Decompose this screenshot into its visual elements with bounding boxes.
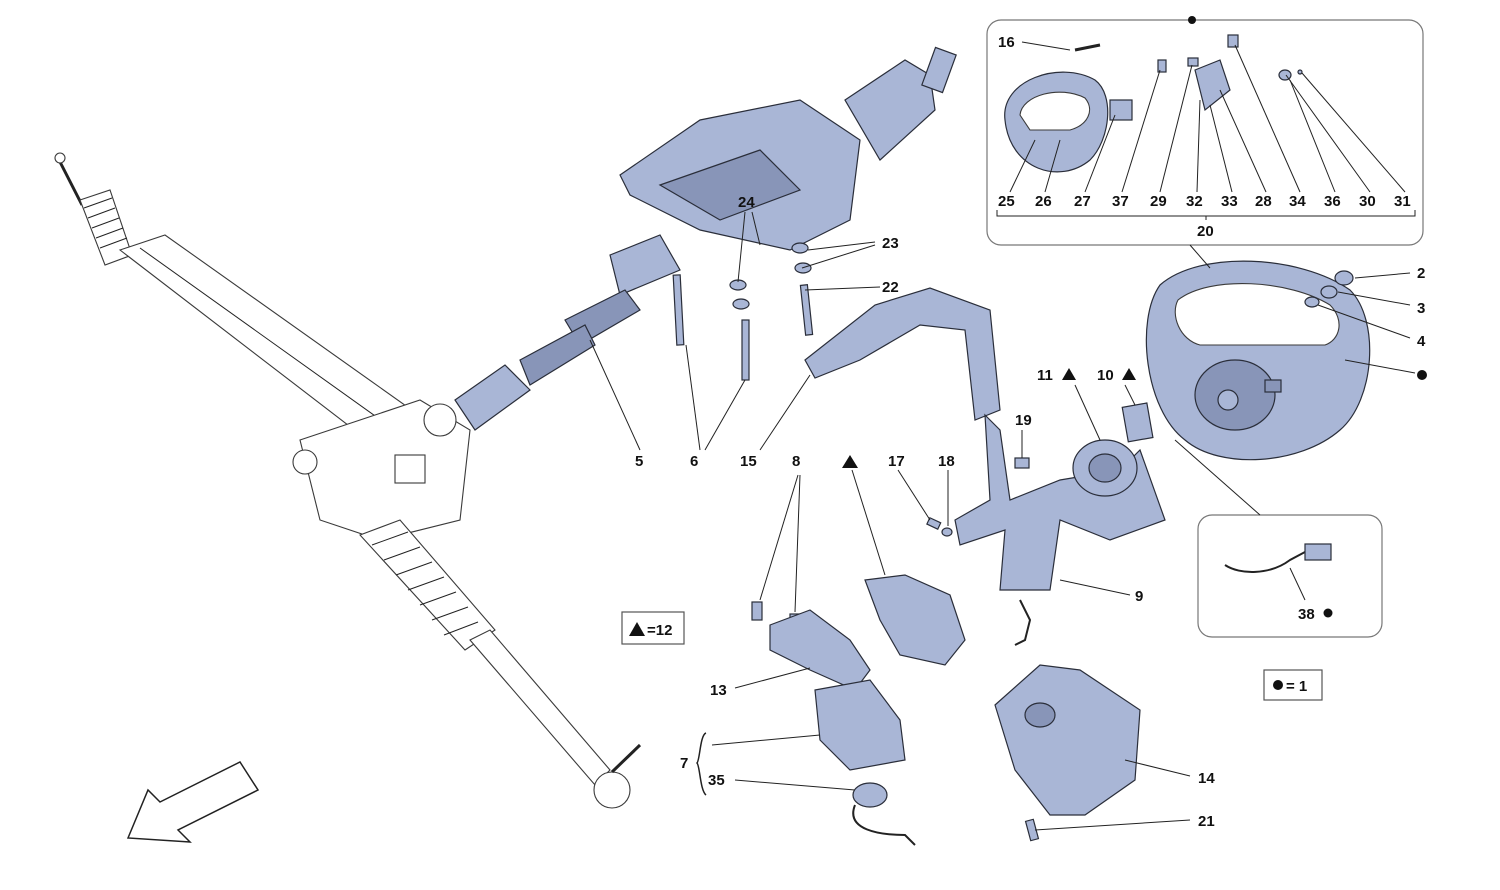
label-29: 29 (1150, 193, 1167, 210)
triangle-marker-icon (842, 455, 858, 468)
label-35: 35 (708, 772, 725, 789)
label-22: 22 (882, 279, 899, 296)
label-18: 18 (938, 453, 955, 470)
label-37: 37 (1112, 193, 1129, 210)
leader-lines (589, 41, 1416, 831)
triangle-legend-icon (629, 622, 645, 636)
label-20: 20 (1197, 223, 1214, 240)
label-2: 2 (1417, 265, 1425, 282)
detail-wheel-parts (1004, 34, 1303, 173)
label-16: 16 (998, 34, 1015, 51)
label-13: 13 (710, 682, 727, 699)
label-8: 8 (792, 453, 800, 470)
label-26: 26 (1035, 193, 1052, 210)
steering-angle-sensor (1121, 402, 1154, 443)
legend-triangle: =12 (621, 611, 685, 645)
steering-lock (814, 679, 906, 771)
label-28: 28 (1255, 193, 1272, 210)
label-32: 32 (1186, 193, 1203, 210)
legend-dot: = 1 (1263, 669, 1323, 701)
part-numbers: 2 3 4 5 6 7 8 9 10 11 13 14 15 16 17 18 … (635, 34, 1427, 830)
label-24: 24 (738, 194, 755, 211)
washers (729, 242, 812, 310)
column-shroud-upper (804, 287, 1001, 421)
column-shroud-lower (994, 664, 1141, 816)
lock-bracket (769, 609, 871, 691)
label-19: 19 (1015, 412, 1032, 429)
steering-column (454, 46, 957, 431)
vehicle-front-arrow-icon (126, 761, 260, 843)
label-15: 15 (740, 453, 757, 470)
label-9: 9 (1135, 588, 1143, 605)
label-6: 6 (690, 453, 698, 470)
detail-callout-20 (986, 19, 1424, 246)
paddle-shift-bracket (954, 413, 1166, 646)
column-bolts (672, 274, 814, 381)
legend-triangle-text: =12 (647, 622, 672, 639)
label-25: 25 (998, 193, 1015, 210)
label-17: 17 (888, 453, 905, 470)
label-33: 33 (1221, 193, 1238, 210)
label-11: 11 (1037, 367, 1053, 384)
label-38: 38 (1298, 606, 1315, 623)
label-27: 27 (1074, 193, 1091, 210)
label-4: 4 (1417, 333, 1426, 350)
label-30: 30 (1359, 193, 1376, 210)
label-10: 10 (1097, 367, 1114, 384)
label-3: 3 (1417, 300, 1425, 317)
legend-dot-text: = 1 (1286, 678, 1307, 695)
label-36: 36 (1324, 193, 1341, 210)
label-7: 7 (680, 755, 688, 772)
label-34: 34 (1289, 193, 1306, 210)
steering-rack (54, 152, 642, 809)
label-21: 21 (1198, 813, 1215, 830)
label-23: 23 (882, 235, 899, 252)
dot-legend-icon (1273, 680, 1283, 690)
label-31: 31 (1394, 193, 1411, 210)
label-14: 14 (1198, 770, 1215, 787)
detail-callout-38 (1197, 514, 1383, 638)
label-5: 5 (635, 453, 643, 470)
column-adjust-motor (864, 574, 966, 666)
steering-wheel (1145, 260, 1371, 461)
